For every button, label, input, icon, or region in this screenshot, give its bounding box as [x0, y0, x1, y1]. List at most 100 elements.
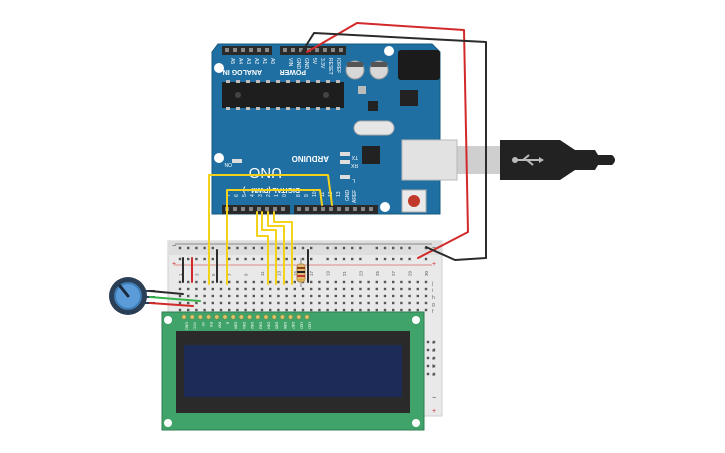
rail-hole[interactable] [383, 246, 387, 250]
rail-hole[interactable] [195, 246, 198, 250]
reset-button-cap[interactable] [408, 195, 420, 207]
breadboard-hole[interactable] [219, 294, 223, 298]
breadboard-hole[interactable] [178, 308, 182, 312]
breadboard-hole[interactable] [334, 287, 337, 291]
lcd-pin[interactable] [189, 314, 195, 320]
breadboard-hole[interactable] [269, 294, 272, 298]
wire-yellow-db6[interactable] [267, 211, 285, 285]
breadboard-hole[interactable] [187, 280, 190, 284]
rail-hole[interactable] [392, 246, 395, 250]
breadboard-hole[interactable] [293, 308, 296, 312]
rail-hole[interactable] [260, 246, 264, 250]
breadboard-hole[interactable] [211, 308, 214, 312]
rail-hole[interactable] [228, 257, 231, 261]
breadboard-hole[interactable] [285, 308, 288, 312]
breadboard-hole[interactable] [277, 280, 280, 284]
breadboard-hole[interactable] [211, 287, 214, 291]
rail-hole[interactable] [211, 257, 214, 261]
breadboard-hole[interactable] [392, 287, 395, 291]
rail-hole[interactable] [334, 257, 337, 261]
rail-hole[interactable] [178, 257, 182, 261]
rail-hole[interactable] [236, 257, 239, 261]
lcd-pin[interactable] [222, 314, 228, 320]
rail-hole[interactable] [301, 257, 305, 261]
breadboard-hole[interactable] [426, 356, 430, 360]
breadboard-hole[interactable] [432, 348, 436, 352]
rail-hole[interactable] [293, 246, 296, 250]
breadboard-hole[interactable] [424, 280, 428, 284]
breadboard-hole[interactable] [351, 294, 354, 298]
rail-hole[interactable] [326, 257, 329, 261]
breadboard-hole[interactable] [416, 280, 419, 284]
breadboard-hole[interactable] [211, 280, 214, 284]
breadboard-hole[interactable] [219, 308, 223, 312]
breadboard-hole[interactable] [342, 294, 346, 298]
rail-hole[interactable] [400, 257, 403, 261]
breadboard-hole[interactable] [334, 308, 337, 312]
breadboard-hole[interactable] [416, 287, 419, 291]
breadboard-hole[interactable] [203, 287, 206, 291]
rail-hole[interactable] [375, 246, 378, 250]
rail-hole[interactable] [187, 257, 190, 261]
breadboard-hole[interactable] [244, 287, 247, 291]
breadboard-hole[interactable] [244, 308, 247, 312]
breadboard-hole[interactable] [351, 280, 354, 284]
breadboard-hole[interactable] [293, 287, 296, 291]
breadboard-hole[interactable] [187, 294, 190, 298]
breadboard-hole[interactable] [310, 308, 313, 312]
breadboard-hole[interactable] [351, 287, 354, 291]
wire-yellow-e[interactable] [226, 189, 323, 285]
breadboard-hole[interactable] [178, 301, 182, 305]
lcd-pin[interactable] [279, 314, 285, 320]
breadboard-hole[interactable] [392, 280, 395, 284]
lcd-pin[interactable] [197, 314, 203, 320]
breadboard-hole[interactable] [203, 301, 206, 305]
power-header[interactable] [280, 46, 346, 55]
breadboard-hole[interactable] [432, 364, 436, 368]
breadboard-hole[interactable] [416, 294, 419, 298]
breadboard-hole[interactable] [260, 280, 264, 284]
breadboard-hole[interactable] [228, 301, 231, 305]
rail-hole[interactable] [236, 246, 239, 250]
breadboard-hole[interactable] [293, 294, 296, 298]
breadboard-hole[interactable] [260, 301, 264, 305]
breadboard-hole[interactable] [318, 294, 321, 298]
breadboard-hole[interactable] [408, 287, 411, 291]
breadboard-hole[interactable] [408, 308, 411, 312]
breadboard-hole[interactable] [236, 294, 239, 298]
lcd-pin[interactable] [214, 314, 220, 320]
rail-hole[interactable] [359, 246, 362, 250]
breadboard-hole[interactable] [326, 280, 329, 284]
breadboard-hole[interactable] [432, 340, 436, 344]
breadboard-hole[interactable] [375, 294, 378, 298]
rail-hole[interactable] [342, 257, 346, 261]
rail-hole[interactable] [228, 246, 231, 250]
breadboard-hole[interactable] [342, 301, 346, 305]
breadboard-hole[interactable] [277, 294, 280, 298]
breadboard-hole[interactable] [310, 301, 313, 305]
breadboard-hole[interactable] [244, 294, 247, 298]
lcd-pin[interactable] [304, 314, 310, 320]
breadboard-hole[interactable] [426, 364, 430, 368]
breadboard-hole[interactable] [359, 308, 362, 312]
breadboard-hole[interactable] [178, 294, 182, 298]
breadboard-hole[interactable] [326, 301, 329, 305]
breadboard-hole[interactable] [203, 280, 206, 284]
breadboard-hole[interactable] [383, 301, 387, 305]
breadboard-hole[interactable] [351, 308, 354, 312]
wire-black-pot[interactable] [149, 290, 184, 295]
wire-yellow-db5[interactable] [261, 211, 277, 285]
breadboard-hole[interactable] [269, 287, 272, 291]
breadboard-hole[interactable] [293, 301, 296, 305]
breadboard-hole[interactable] [400, 287, 403, 291]
lcd-pin[interactable] [288, 314, 294, 320]
breadboard-hole[interactable] [392, 294, 395, 298]
breadboard-hole[interactable] [219, 301, 223, 305]
breadboard-hole[interactable] [252, 308, 255, 312]
breadboard-hole[interactable] [375, 308, 378, 312]
breadboard-hole[interactable] [293, 280, 296, 284]
breadboard-hole[interactable] [424, 287, 428, 291]
breadboard-hole[interactable] [277, 301, 280, 305]
usb-cable[interactable] [455, 140, 615, 180]
lcd-pin[interactable] [263, 314, 269, 320]
